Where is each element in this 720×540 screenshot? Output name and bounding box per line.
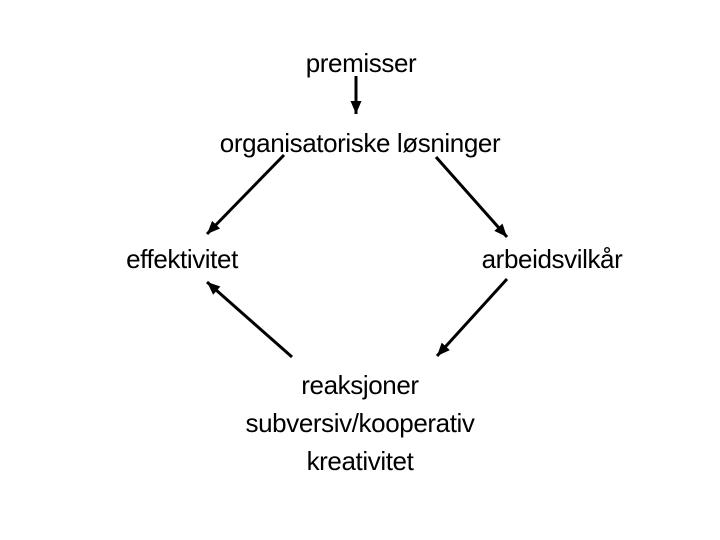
node-reaksjoner-line3: kreativitet: [306, 446, 414, 476]
node-reaksjoner: reaksjoner subversiv/kooperativ kreativi…: [246, 366, 475, 480]
node-organisatoriske-losninger: organisatoriske løsninger: [219, 128, 501, 158]
arrow-arbeidsvilkar-to-reaksjoner: [435, 277, 509, 358]
node-effektivitet: effektivitet: [126, 244, 238, 274]
node-reaksjoner-line2: subversiv/kooperativ: [245, 408, 475, 438]
node-premisser: premisser: [305, 48, 417, 78]
node-reaksjoner-line1: reaksjoner: [301, 370, 419, 400]
arrow-organisatoriske-to-effektivitet: [205, 153, 286, 236]
arrow-reaksjoner-to-effektivitet: [206, 280, 293, 359]
node-arbeidsvilkar: arbeidsvilkår: [481, 244, 623, 274]
arrow-organisatoriske-to-arbeidsvilkar: [434, 156, 509, 238]
